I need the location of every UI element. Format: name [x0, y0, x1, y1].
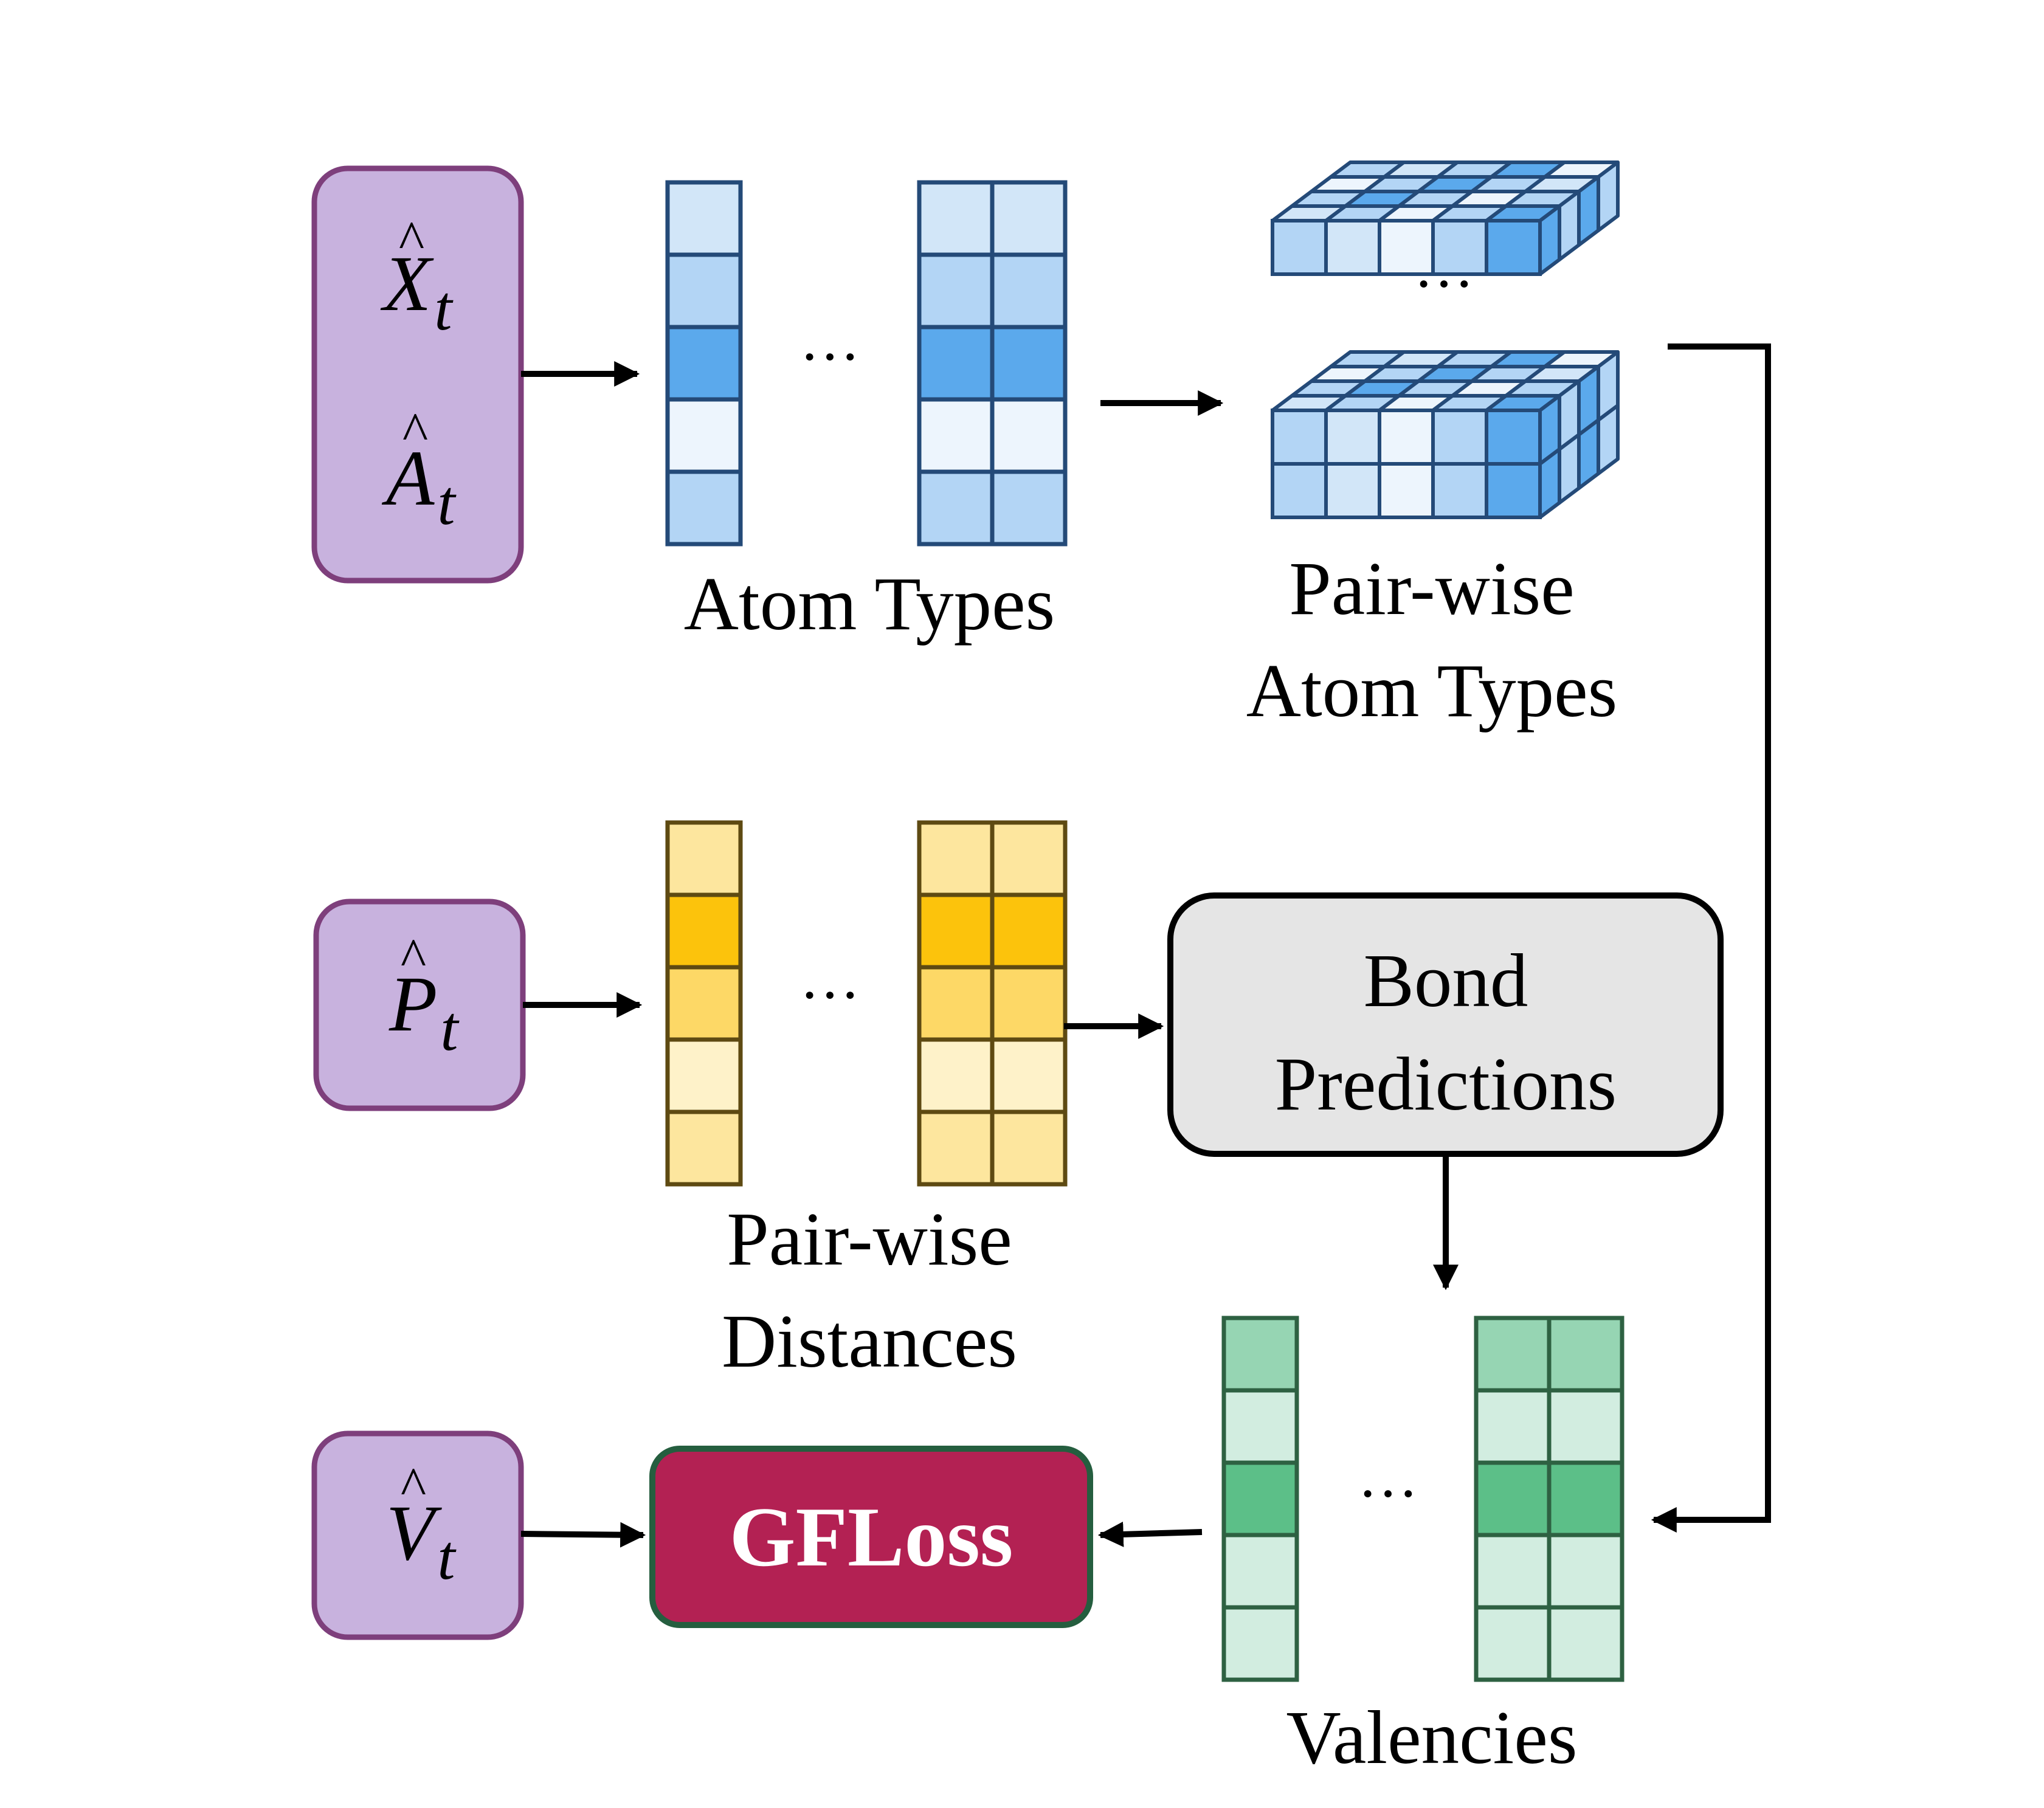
atom-type-cell: [917, 469, 995, 547]
v-hat-t-symbol: Vt: [386, 1489, 457, 1593]
gfloss-box: [649, 1446, 1093, 1628]
pair-type-front-cell: [1324, 409, 1381, 466]
distance-cell: [990, 892, 1068, 970]
valency-cell: [1474, 1533, 1552, 1610]
distance-cell: [665, 892, 743, 970]
distance-cell: [917, 1037, 995, 1114]
valency-cell: [1474, 1388, 1552, 1465]
valency-cell: [1474, 1316, 1552, 1393]
distance-cell: [665, 1109, 743, 1187]
valency-cell: [1221, 1533, 1299, 1610]
pair-type-side-cell: [1538, 447, 1561, 519]
distance-cell: [665, 1037, 743, 1114]
atom-type-cell: [917, 252, 995, 330]
distance-cell: [665, 965, 743, 1042]
atom-type-cell: [990, 469, 1068, 547]
arrow-v-to-gfloss: [520, 1522, 646, 1548]
arrows: [520, 343, 1771, 1548]
atom-type-cell: [665, 325, 743, 402]
a-hat-accent: ^: [402, 402, 428, 462]
valency-cell: [1221, 1460, 1299, 1537]
distance-cell: [917, 892, 995, 970]
valencies-columns: [1221, 1316, 1624, 1682]
arrow-pairwise-to-valencies: [1651, 343, 1771, 1533]
label-pairwise-distances-line2: Distances: [722, 1300, 1017, 1384]
atom-types-columns: [665, 180, 1068, 547]
atom-type-cell: [990, 397, 1068, 474]
x-hat-t-symbol: Xt: [380, 240, 454, 343]
pair-type-front-cell: [1324, 219, 1381, 276]
atom-type-cell: [917, 180, 995, 257]
valency-cell: [1221, 1605, 1299, 1682]
atom-type-cell: [990, 180, 1068, 257]
pair-type-side-cell: [1558, 433, 1581, 505]
pair-type-side-cell: [1558, 190, 1581, 261]
pair-type-front-cell: [1431, 409, 1488, 466]
pair-type-front-cell: [1271, 409, 1328, 466]
p-hat-t-symbol: Pt: [388, 961, 460, 1064]
valency-cell: [1474, 1460, 1552, 1537]
gfloss-label: GFLoss: [730, 1490, 1013, 1584]
pair-type-front-cell: [1485, 219, 1542, 276]
pair-type-side-cell: [1597, 404, 1620, 475]
pair-type-front-cell: [1485, 409, 1542, 466]
pair-type-front-cell: [1324, 462, 1381, 519]
pair-type-front-cell: [1271, 219, 1328, 276]
ellipsis-cube-stack: ···: [1414, 250, 1474, 317]
distance-cell: [990, 1109, 1068, 1187]
v-hat-accent: ^: [401, 1457, 426, 1517]
pair-type-side-cell: [1597, 160, 1620, 232]
atom-type-cell: [665, 397, 743, 474]
distance-cell: [665, 820, 743, 897]
label-pairwise-atom-types-line1: Pair-wise: [1289, 547, 1575, 631]
distance-cell: [990, 820, 1068, 897]
label-pairwise-distances-line1: Pair-wise: [727, 1198, 1012, 1282]
ellipsis-pairwise-distances: ···: [799, 961, 860, 1029]
x-hat-accent: ^: [399, 210, 424, 271]
pair-type-front-cell: [1271, 462, 1328, 519]
valency-cell: [1547, 1605, 1624, 1682]
valency-cell: [1547, 1316, 1624, 1393]
atom-type-cell: [990, 325, 1068, 402]
valency-cell: [1221, 1316, 1299, 1393]
label-pairwise-atom-types-line2: Atom Types: [1246, 649, 1617, 733]
atom-type-cell: [917, 397, 995, 474]
pairwise-distances-columns: [665, 820, 1068, 1187]
distance-cell: [917, 820, 995, 897]
pair-type-front-cell: [1485, 462, 1542, 519]
atom-type-cell: [665, 469, 743, 547]
valency-cell: [1547, 1533, 1624, 1610]
atom-type-cell: [665, 252, 743, 330]
distance-cell: [990, 1037, 1068, 1114]
valency-cell: [1547, 1460, 1624, 1537]
ellipsis-valencies: ···: [1358, 1460, 1418, 1527]
pair-type-side-cell: [1538, 204, 1561, 276]
pair-type-front-cell: [1431, 462, 1488, 519]
pair-type-front-cell: [1378, 462, 1435, 519]
bond-predictions-line1: Bond: [1364, 939, 1528, 1023]
pair-type-side-cell: [1577, 418, 1600, 490]
label-atom-types: Atom Types: [684, 562, 1055, 646]
distance-cell: [990, 965, 1068, 1042]
valency-cell: [1547, 1388, 1624, 1465]
ellipsis-atom-types: ···: [799, 323, 860, 390]
distance-cell: [917, 1109, 995, 1187]
atom-type-cell: [990, 252, 1068, 330]
valency-cell: [1474, 1605, 1552, 1682]
arrow-valencies-to-gfloss: [1097, 1521, 1203, 1547]
label-valencies: Valencies: [1286, 1696, 1578, 1780]
distance-cell: [917, 965, 995, 1042]
pair-type-side-cell: [1577, 175, 1600, 247]
a-hat-t-symbol: At: [381, 435, 457, 538]
p-hat-accent: ^: [401, 928, 426, 988]
valency-cell: [1221, 1388, 1299, 1465]
pairwise-atom-types-cube-upper: [1271, 160, 1620, 276]
atom-type-cell: [917, 325, 995, 402]
pair-type-front-cell: [1378, 409, 1435, 466]
bond-predictions-line2: Predictions: [1275, 1043, 1617, 1127]
atom-type-cell: [665, 180, 743, 257]
pairwise-atom-types-cube-lower: [1271, 350, 1620, 519]
